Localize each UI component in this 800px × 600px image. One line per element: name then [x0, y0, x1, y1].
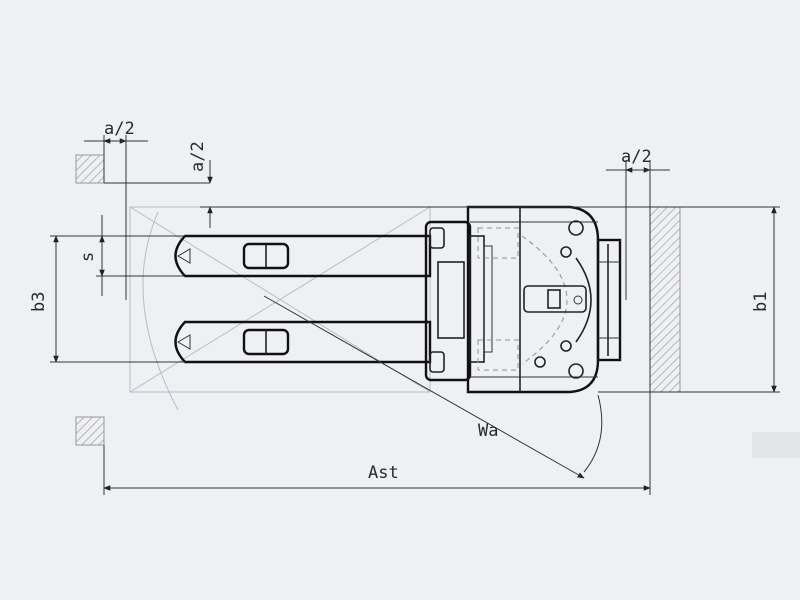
turning-arc	[583, 394, 603, 473]
truck-chassis	[466, 205, 600, 394]
fork-lower	[174, 320, 432, 364]
b1-label: b1	[751, 292, 771, 312]
extension-lines	[50, 135, 780, 495]
ast-label: Ast	[368, 463, 399, 483]
pallet-outline	[129, 206, 431, 411]
wa-label: Wa	[478, 421, 498, 441]
half-a-vertical-label: a/2	[188, 141, 208, 172]
dimension-lines	[53, 138, 777, 491]
fork-upper	[174, 234, 432, 278]
tiller-handle	[596, 238, 622, 362]
b3-label: b3	[29, 292, 49, 312]
half-a-right-label: a/2	[621, 147, 652, 167]
fork-carriage	[424, 220, 493, 382]
edge-bar	[752, 432, 800, 458]
s-label: s	[78, 252, 98, 262]
half-a-left-label: a/2	[104, 119, 135, 139]
clearance-hatching	[75, 154, 681, 446]
